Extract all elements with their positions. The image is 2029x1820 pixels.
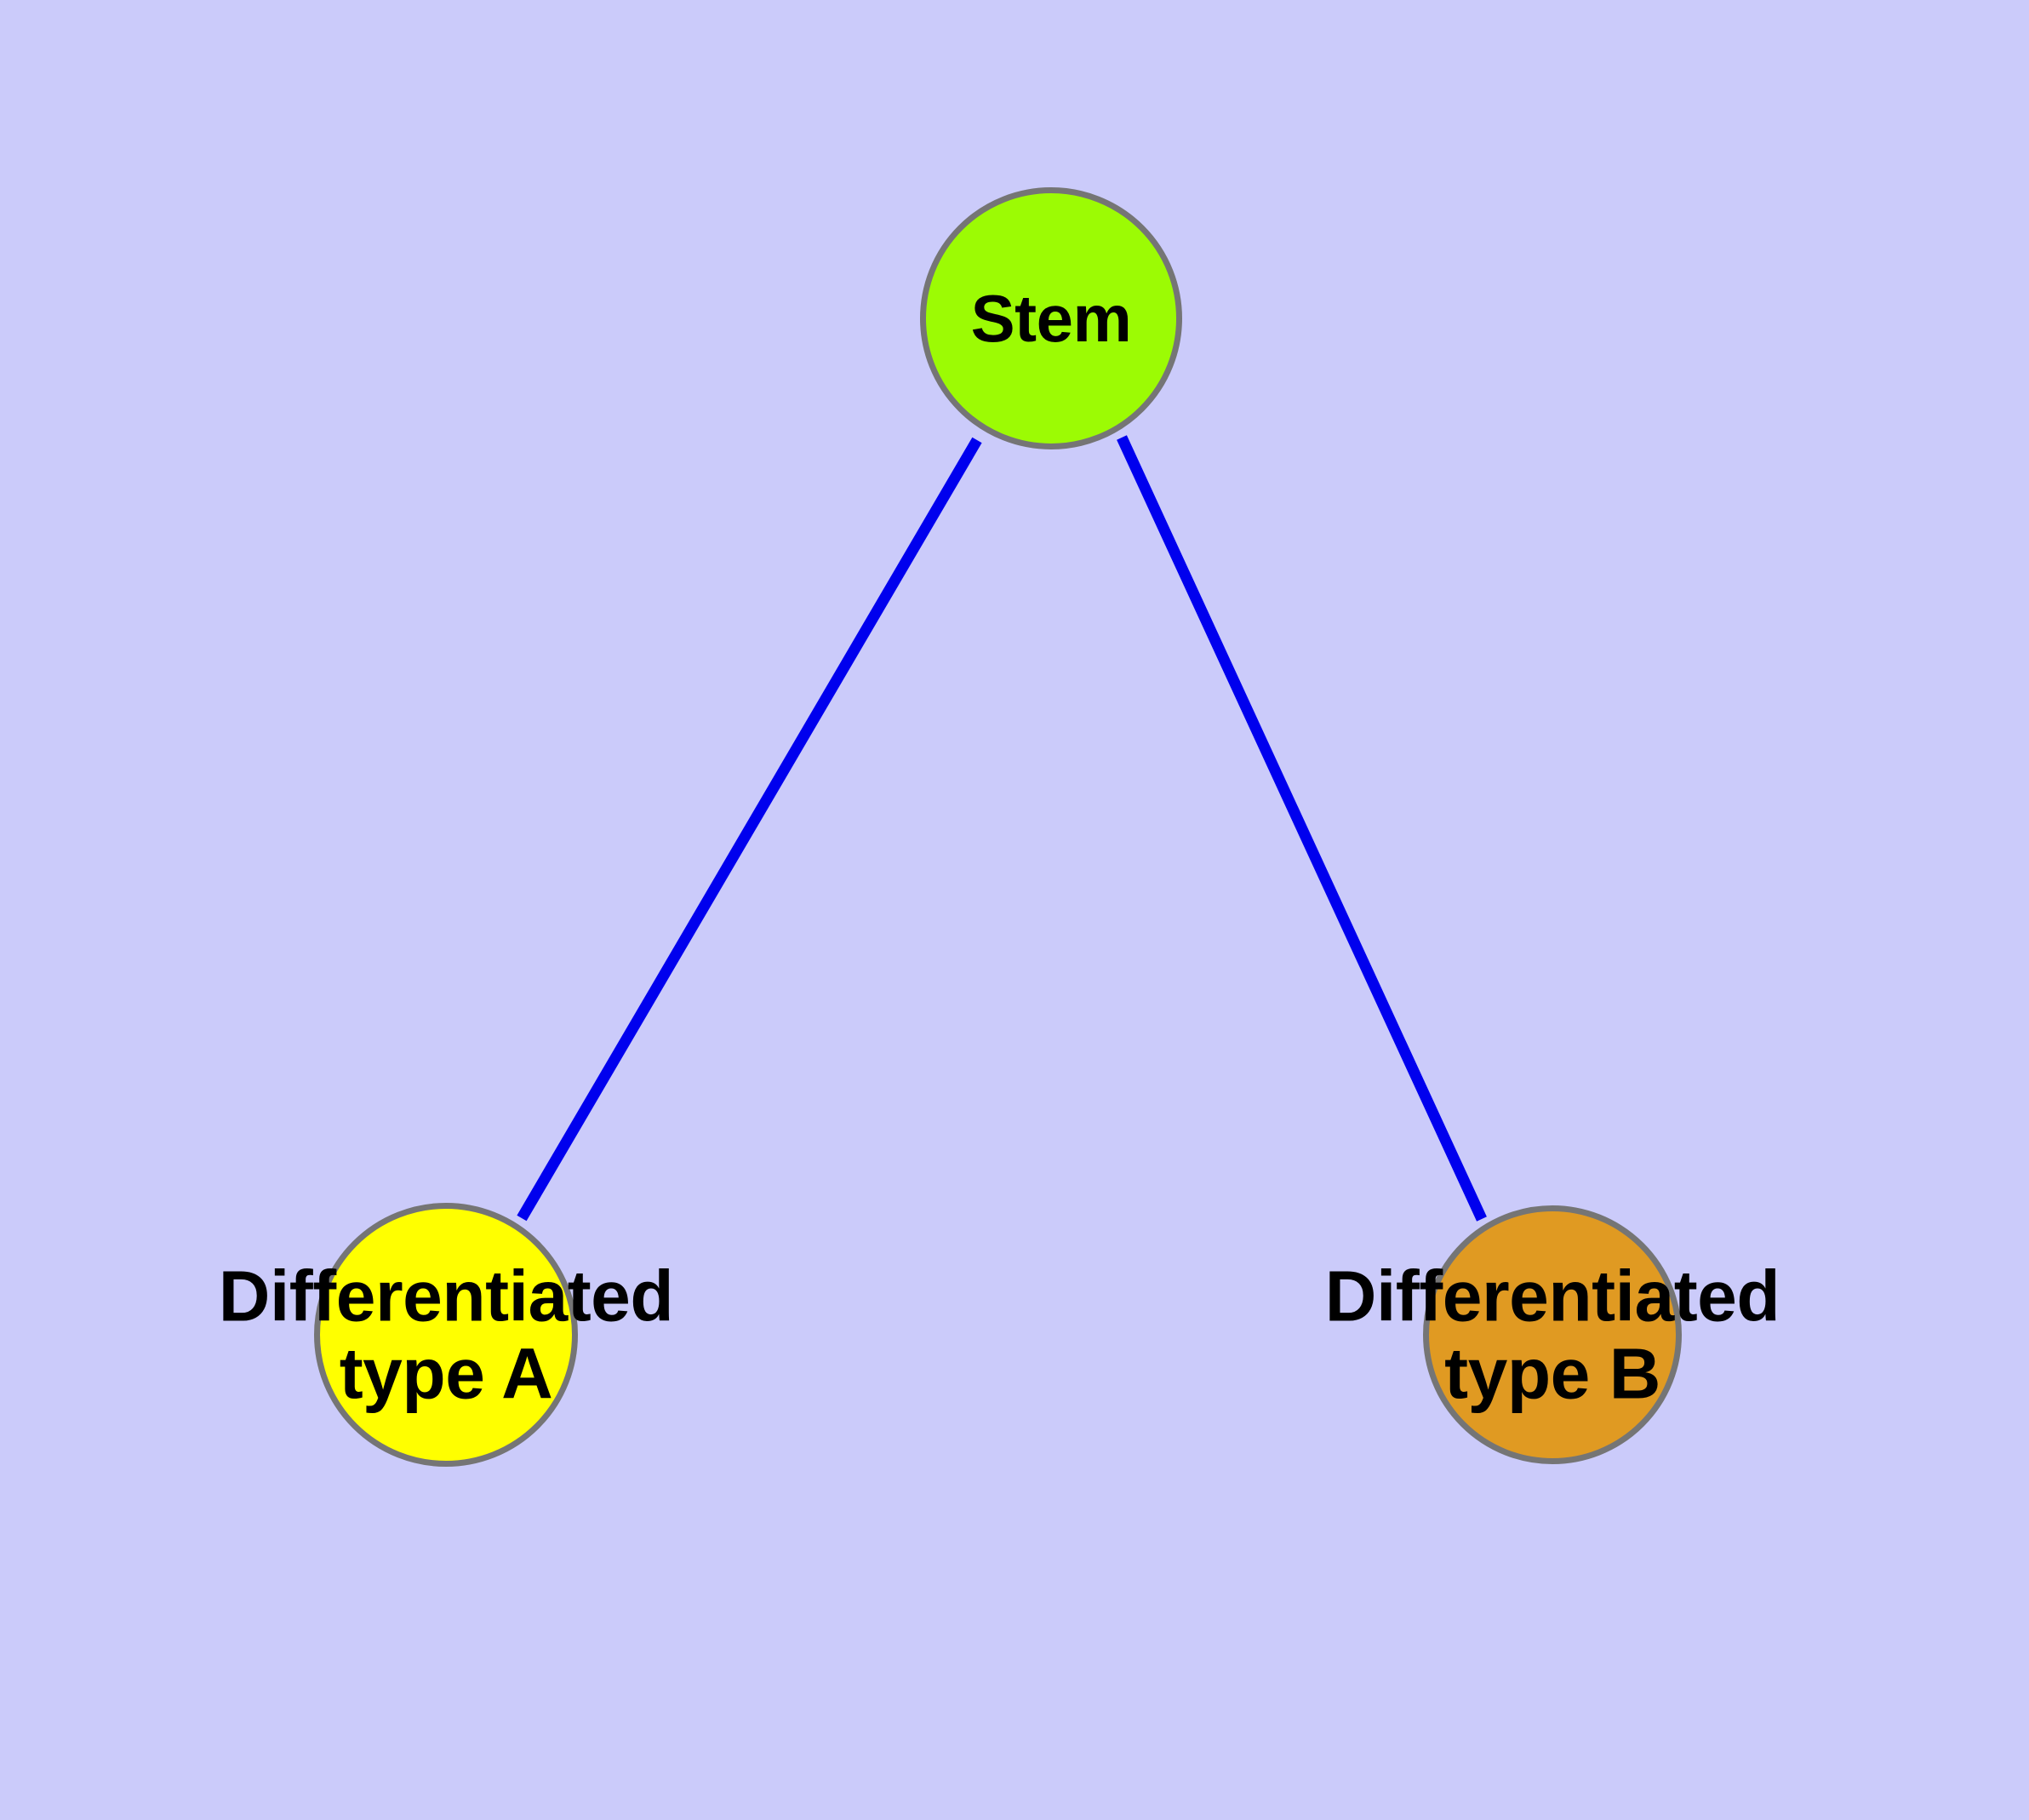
node-stem-label: Stem [970,280,1132,356]
node-differentiated-type-a-label: Differentiated type A [218,1256,674,1413]
edge-stem-to-type-a [517,437,982,1222]
node-differentiated-type-b-label: Differentiated type B [1324,1256,1780,1413]
node-differentiated-type-a[interactable]: Differentiated type A [219,1203,674,1467]
edge-stem-to-type-b [1117,435,1487,1222]
node-differentiated-type-b[interactable]: Differentiated type B [1325,1205,1780,1464]
node-stem[interactable]: Stem [920,187,1182,449]
